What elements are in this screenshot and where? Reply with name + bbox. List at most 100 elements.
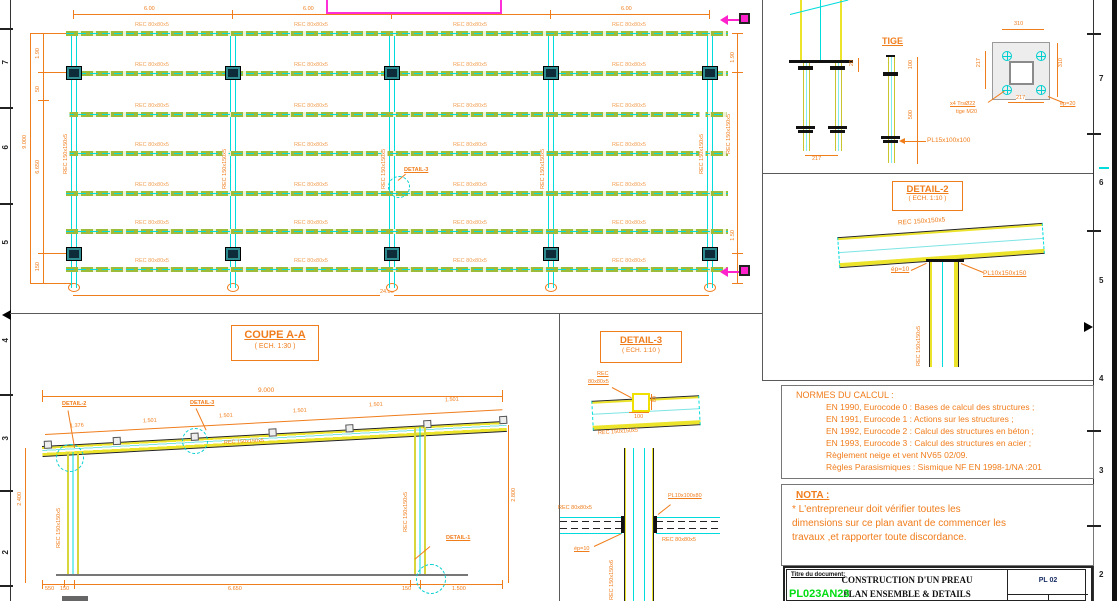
plan-beam-label: REC 80x80x5	[135, 182, 169, 188]
dim-tick	[709, 10, 710, 19]
dim-tick	[502, 580, 503, 589]
bolt-nut	[883, 72, 898, 76]
dim-line	[1057, 43, 1058, 97]
plan-right-dim: 1.90	[730, 52, 737, 63]
margin-row-number-right: 5	[1099, 276, 1104, 285]
plan-title-box-cut	[326, 0, 502, 14]
plan-column-label: REC 150x150x5	[222, 125, 229, 189]
leader-arrowhead	[899, 138, 905, 144]
plan-column-base	[702, 66, 718, 80]
plan-beam-label: REC 80x80x5	[453, 182, 487, 188]
detail3-width-dim: 100	[634, 414, 644, 420]
margin-tick-left	[0, 585, 13, 587]
plan-beam-label: REC 80x80x5	[612, 220, 646, 226]
plan-beam-label: REC 80x80x5	[612, 182, 646, 188]
plan-column-label: REC 150x150x5	[726, 90, 733, 154]
coupe-top-dim-line	[42, 396, 503, 397]
purlin-square	[112, 436, 122, 446]
plan-column-label: REC 150x150x5	[63, 110, 70, 174]
margin-row-number-right: 7	[1099, 74, 1104, 83]
divider-tige-bottom	[762, 173, 1093, 174]
baseplate-bottom-dim: 217	[1016, 95, 1026, 102]
margin-tick-left	[0, 203, 13, 205]
plan-column-base	[225, 66, 241, 80]
dim-line	[917, 78, 918, 164]
plan-bottom-dim-line	[73, 295, 709, 296]
plan-beam-label: REC 80x80x5	[612, 258, 646, 264]
plan-left-dim: 150	[35, 262, 42, 272]
detail3-plate-label: PL10x100x80	[668, 493, 702, 499]
plan-column-line	[71, 31, 77, 288]
plan-left-total-line	[30, 33, 31, 283]
detail3-left-beam	[560, 517, 622, 534]
dim-line	[651, 394, 652, 410]
plan-column-base	[384, 66, 400, 80]
plan-left-dim: 1.90	[35, 48, 42, 59]
normes-line: Règles Parasismiques : Sismique NF EN 19…	[826, 462, 1042, 472]
plan-beam-label: REC 80x80x5	[294, 258, 328, 264]
plan-beam-label: REC 80x80x5	[135, 142, 169, 148]
detail3-left-plate	[621, 516, 624, 533]
coupe-detail2-circle	[56, 444, 84, 472]
coupe-detail3-callout: DETAIL-3	[190, 400, 215, 406]
doc-label: Titre du document:	[791, 572, 846, 578]
plan-beam-label: REC 80x80x5	[453, 258, 487, 264]
tige-bolt-note-1: x4 TrsØ22	[950, 101, 976, 107]
plan-left-dim-line	[43, 33, 44, 283]
plan-column-label: REC 150x150x5	[699, 110, 706, 174]
plan-right-dim: 1.50	[730, 230, 737, 241]
bolt-washer	[881, 136, 900, 139]
coupe-beam-label: REC 150x150x5	[223, 437, 265, 447]
plan-column-line	[548, 31, 554, 288]
margin-row-number-left: 4	[1, 338, 10, 343]
nota-line: travaux ,et rapporter toute discordance.	[792, 532, 967, 543]
coupe-left-height-dim: 2.400	[17, 492, 23, 506]
purlin-square	[43, 440, 53, 449]
bolt-hole-marker	[1036, 85, 1046, 95]
plan-beam-label: REC 80x80x5	[294, 22, 328, 28]
detail3-ep-leader	[593, 533, 622, 547]
dim-tick	[732, 283, 743, 284]
dim-stub	[30, 283, 73, 284]
plan-beam-label: REC 80x80x5	[135, 103, 169, 109]
plan-column-label: REC 150x150x5	[381, 125, 388, 189]
plan-beam-label: REC 80x80x5	[612, 22, 646, 28]
detail2-ep-label: ép=10	[891, 266, 910, 273]
plan-beam-label: REC 80x80x5	[294, 142, 328, 148]
dim-tick	[550, 10, 551, 19]
plan-beam-label: REC 80x80x5	[453, 62, 487, 68]
divider-detail2-bottom	[762, 380, 1093, 381]
dim-tick	[732, 253, 743, 254]
tige-bolt-note-2: tige M20	[956, 109, 978, 115]
plan-column-line	[707, 31, 713, 288]
normes-line: EN 1993, Eurocode 3 : Calcul des structu…	[826, 438, 1032, 448]
detail3-purlin-square	[632, 393, 650, 412]
plan-detail3-callout: DETAIL-3	[404, 167, 429, 173]
margin-tick-left	[0, 394, 13, 396]
coupe-title-box: COUPE A-A ( ECH. 1:30 )	[231, 325, 319, 361]
coupe-right-column-label: REC 150x150x5	[403, 462, 410, 532]
nota-box: NOTA : * L'entrepreneur doit vérifier to…	[781, 484, 1094, 566]
bolt-hole-marker	[1002, 85, 1012, 95]
coupe-detail3-leader	[195, 408, 207, 431]
dim-line	[805, 155, 838, 156]
tige-title: TIGE	[882, 36, 904, 46]
plan-beam-label: REC 80x80x5	[453, 103, 487, 109]
coupe-left-height-line	[25, 448, 26, 583]
coupe-bottom-dim-line	[42, 584, 503, 585]
coupe-right-column	[414, 427, 426, 574]
margin-row-number-right: 6	[1099, 178, 1104, 187]
plan-right-dim-line	[737, 33, 738, 283]
plan-column-base	[702, 247, 718, 261]
dim-tick	[732, 72, 743, 73]
section-sightline-arrow-left	[2, 310, 11, 320]
plan-beam	[66, 267, 728, 272]
margin-tick-right	[1087, 33, 1101, 35]
grid-bubble	[68, 283, 80, 292]
coupe-left-column	[67, 452, 79, 574]
baseplate-column-section	[1009, 61, 1034, 85]
doc-title-line2: PLAN ENSEMBLE & DETAILS	[843, 589, 971, 599]
detail3-column-label: REC 150x150x6	[609, 548, 616, 600]
detail3-right-beam-label: REC 80x80x5	[662, 537, 696, 543]
dim-tick	[38, 100, 49, 101]
